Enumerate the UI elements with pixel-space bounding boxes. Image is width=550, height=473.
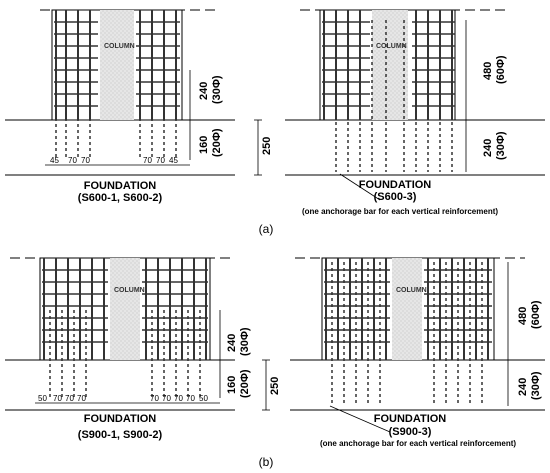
anchorage-note: (one anchorage bar for each vertical rei… — [302, 207, 498, 216]
anchorage-bars — [335, 20, 453, 172]
depth-value: 250 — [269, 377, 281, 395]
right-reinforcement-cage — [139, 10, 177, 120]
spacing-label: 50 — [38, 394, 47, 403]
dim-top-phi: (60Φ) — [495, 55, 507, 84]
anchorage-bars — [331, 262, 483, 406]
dim-embed-value: 160 — [226, 376, 238, 394]
panel-b-label: (b) — [259, 455, 274, 469]
panel-a-left — [5, 9, 235, 176]
foundation-label: FOUNDATION — [84, 413, 157, 425]
spacing-label: 70 — [156, 156, 165, 165]
dim-top-value: 480 — [517, 307, 529, 325]
column-core — [100, 10, 134, 120]
spacing-labels: 50 70 70 70 70 70 70 70 50 — [38, 394, 208, 403]
foundation-label: FOUNDATION — [374, 413, 447, 425]
dim-embed-phi: (30Φ) — [530, 371, 542, 400]
spacing-labels-left: 45 70 70 70 70 45 — [50, 156, 178, 165]
dim-top-value: 240 — [198, 82, 210, 100]
anchorage-note: (one anchorage bar for each vertical rei… — [320, 439, 516, 448]
specimen-label: (S600-3) — [374, 191, 417, 203]
panel-b-right — [290, 257, 545, 433]
note-leader-line — [329, 405, 391, 433]
spacing-label: 70 — [53, 394, 62, 403]
spacing-label: 50 — [199, 394, 208, 403]
specimen-label: (S600-1, S600-2) — [78, 192, 163, 204]
column-label: COLUMN — [396, 287, 427, 294]
spacing-label: 70 — [68, 156, 77, 165]
dim-embed-phi: (30Φ) — [495, 131, 507, 160]
dim-top-value: 240 — [226, 334, 238, 352]
note-leader-line — [339, 173, 381, 201]
left-reinforcement-cage — [55, 10, 91, 120]
column-label: COLUMN — [104, 43, 135, 50]
spacing-label: 45 — [169, 156, 178, 165]
dim-top-phi: (30Φ) — [239, 327, 251, 356]
spacing-label: 70 — [150, 394, 159, 403]
spacing-label: 70 — [174, 394, 183, 403]
spacing-label: 70 — [77, 394, 86, 403]
column-core — [372, 10, 408, 120]
dim-embed-value: 240 — [482, 139, 494, 157]
column-label: COLUMN — [114, 287, 145, 294]
spacing-label: 70 — [65, 394, 74, 403]
column-core — [392, 258, 422, 360]
dim-embed-value: 240 — [517, 378, 529, 396]
anchorage-bars — [55, 70, 177, 160]
specimen-label: (S900-3) — [389, 426, 432, 438]
spacing-label: 70 — [186, 394, 195, 403]
dim-embed-phi: (20Φ) — [239, 369, 251, 398]
anchorage-bars — [49, 310, 201, 398]
dim-top-phi: (60Φ) — [530, 300, 542, 329]
foundation-label: FOUNDATION — [84, 180, 157, 192]
column-core — [110, 258, 140, 360]
foundation-label: FOUNDATION — [359, 179, 432, 191]
panel-a-label: (a) — [259, 222, 274, 236]
spacing-label: 45 — [50, 156, 59, 165]
depth-value: 250 — [261, 137, 273, 155]
spacing-label: 70 — [81, 156, 90, 165]
dim-top-value: 480 — [482, 62, 494, 80]
dim-embed-phi: (20Φ) — [211, 128, 223, 157]
spacing-label: 70 — [143, 156, 152, 165]
column-label: COLUMN — [376, 43, 407, 50]
spacing-label: 70 — [162, 394, 171, 403]
dim-embed-value: 160 — [198, 136, 210, 154]
panel-b-left — [5, 257, 235, 411]
panel-a-right — [285, 9, 545, 201]
specimen-label: (S900-1, S900-2) — [78, 429, 163, 441]
dim-top-phi: (30Φ) — [211, 75, 223, 104]
